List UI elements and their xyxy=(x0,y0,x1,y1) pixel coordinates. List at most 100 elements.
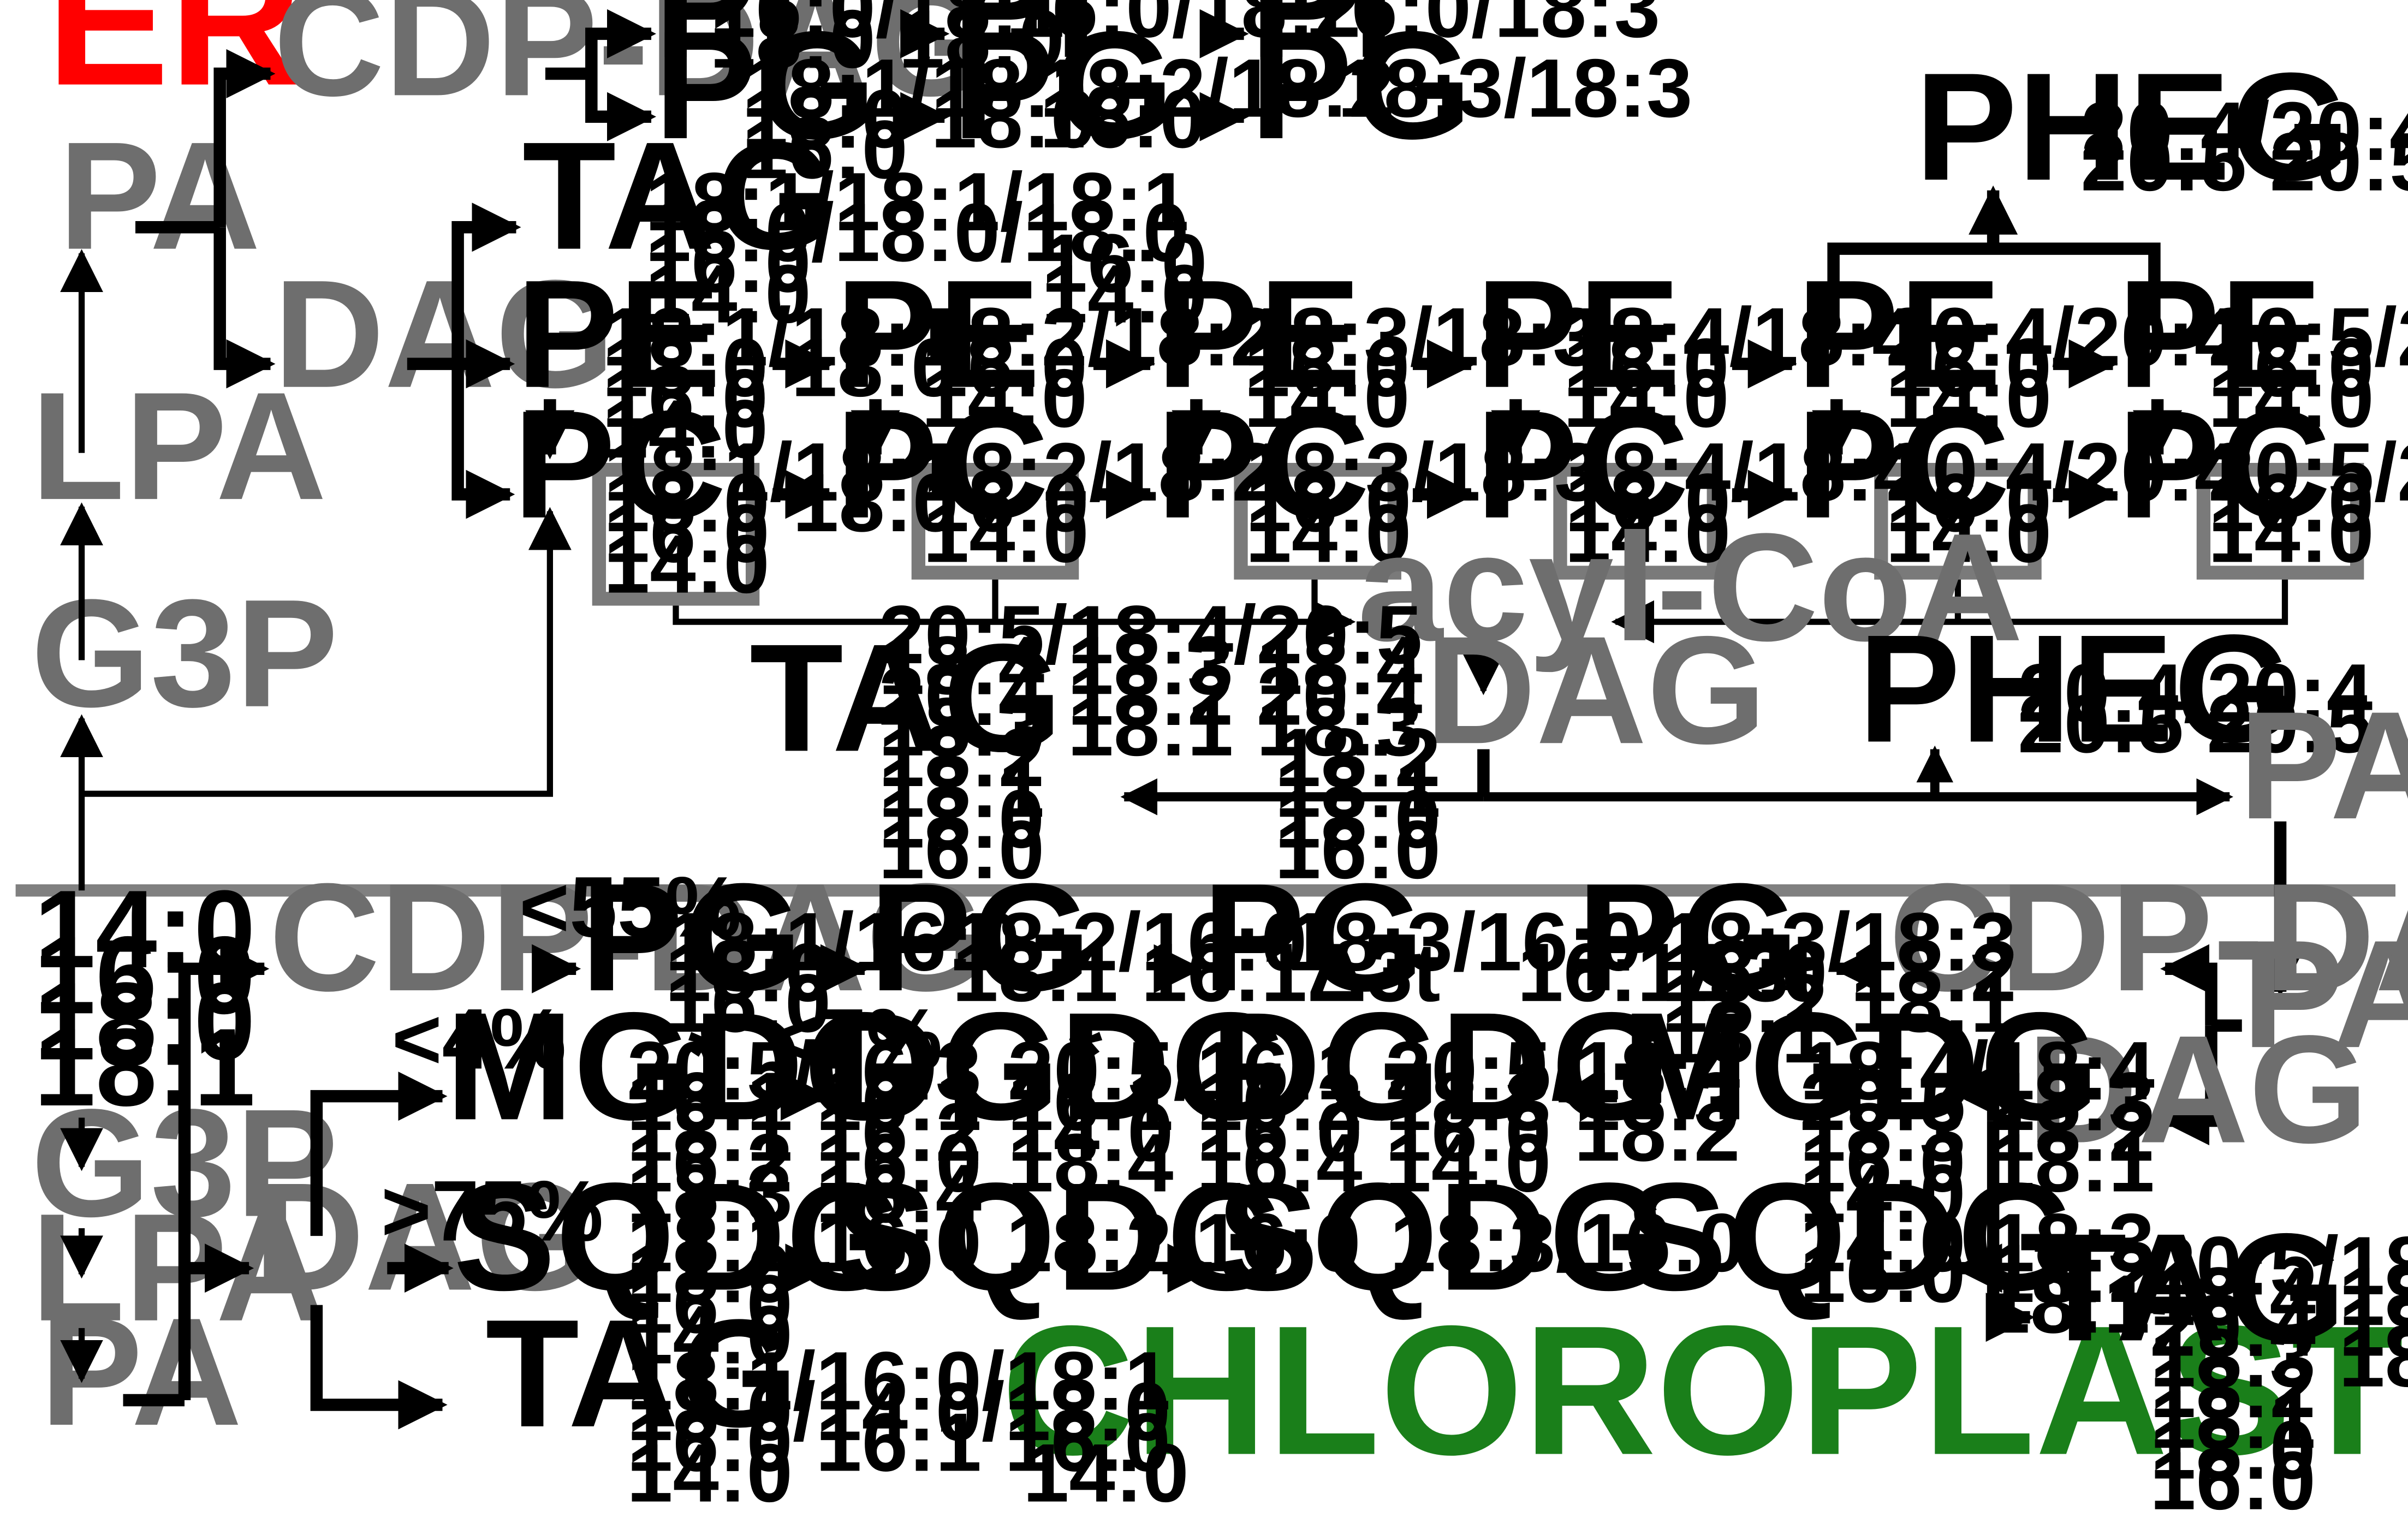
lipid-label: PE xyxy=(1156,248,1361,420)
mgdg-percentage: <4% xyxy=(392,991,567,1087)
cp-euk-cdp-dag: CDP-DAG xyxy=(1889,851,2408,1023)
fatty-acid-list: 18:2/16:018:1 16:1Δ3t xyxy=(952,896,1440,1019)
er-pe-node: PE 18:2/18:216:014:0 xyxy=(836,248,1277,445)
er-pc-node: PC 20:5/20:516:014:0 xyxy=(2118,378,2408,580)
lipid-label: PC xyxy=(1797,378,2010,550)
cp-euk-dag: DAG xyxy=(2027,1003,2368,1175)
lipid-label: PE xyxy=(836,248,1041,420)
er-acyl-coa: acyl-CoA xyxy=(1358,501,2023,674)
fatty-acid-list: 18:3/18:3 xyxy=(1337,43,1692,135)
cp-euk-tag-node: TAG 20:5/18:4/20:518:4 18:3 18:420:4 18:… xyxy=(2033,1201,2408,1523)
er-pe-node: PE 20:5/20:516:014:0 xyxy=(2118,248,2408,445)
lipid-label: PC xyxy=(1476,378,1689,550)
lipid-label: TAG xyxy=(2033,1201,2346,1373)
sqdg-percentage: >75% xyxy=(381,1163,603,1259)
pc-species-box xyxy=(1553,462,1721,580)
pc-species-box xyxy=(1874,462,2042,580)
asterisk-mark: * xyxy=(1069,1007,1103,1103)
cp-cdp-dag: CDP-DAG xyxy=(269,851,985,1023)
dgdg-percentage: <7% xyxy=(768,991,943,1087)
fatty-acid-list: 18:4/18:416:014:0 xyxy=(1563,291,1918,445)
lipid-label: PG xyxy=(1250,0,1472,171)
lipid-label: TAG xyxy=(522,110,835,282)
fatty-acid-list: 20:5/18:418:3 18:316:0 18:214:0 xyxy=(1385,1025,1740,1210)
fatty-acid-list: 16:0/18:3 xyxy=(1305,0,1660,55)
fatty-acid-list: 18:1/18:1/18:118:0/18:0/18:016:0 16:014:… xyxy=(645,156,1208,341)
lipid-label: PE xyxy=(1476,248,1680,420)
er-pheg-node: PHEG 20:4/20:420:5 20:5 xyxy=(1915,40,2408,212)
er-dag-2: DAG xyxy=(1425,604,1767,776)
fatty-acid-list: 18:1/18:118:0 18:016:0 xyxy=(742,43,1097,197)
fatty-acid-list: 18:1/18:118:0 18:016:014:0 xyxy=(604,426,959,611)
fatty-acid-list: 18:2/16:0 xyxy=(1006,1197,1361,1289)
fatty-acid-list: 18:4/18:420:5 18:318:3 18:216:0 18:114:0 xyxy=(1800,1025,2155,1240)
er-pg-node: PG 18:1/18:118:0 18:016:0 xyxy=(655,0,1097,196)
asterisk-mark: * xyxy=(688,1007,722,1103)
lipid-label: PC xyxy=(836,378,1049,550)
er-pc-node: PC 20:4/20:416:014:0 xyxy=(1797,378,2240,580)
lipid-label: SQDG xyxy=(453,1151,905,1323)
fatty-acid-list: 18:2/18:216:014:0 xyxy=(923,426,1278,580)
cp-euk-sqdg-node: SQDG 14:0/18:316:0 18:2 18:1 xyxy=(1625,1151,2155,1351)
er-pe-node: PE 18:4/18:416:014:0 xyxy=(1476,248,1918,445)
fatty-acid-list: 18:3/18:316:0 18:218:2 18:118:1 xyxy=(1662,896,2017,1081)
pc-species-box xyxy=(911,462,1079,580)
er-compartment-label: ER xyxy=(46,0,302,124)
lipid-label: DGDG xyxy=(1210,980,1671,1152)
fatty-acid-list: 18:2/18:216:0 xyxy=(1040,43,1395,165)
fatty-acid-list: 18:1/16:018:016:0 xyxy=(665,896,1020,1050)
cp-euk-dgdg-node: DGDG 20:5/18:418:3 18:316:0 18:214:0 xyxy=(1210,980,1740,1209)
fatty-acid-list: 16:0/18:2 xyxy=(1006,0,1361,55)
lipid-label: PHEG xyxy=(1915,40,2350,212)
cp-dgdg-node: DGDG 20:5/16:116:1 16:214:0 16:018:4 16:… xyxy=(829,980,1362,1209)
er-pathway-lines xyxy=(60,9,2305,997)
lipid-label: PC xyxy=(2118,378,2331,550)
cp-fatty-acid-pool: 14:016:018:018:1 xyxy=(34,867,255,1129)
lipid-label: PE xyxy=(1797,248,2001,420)
er-tag-node-2: TAG 20:5/18:4/20:518:4 18:3 18:420:4 18:… xyxy=(750,589,1441,896)
lipid-label: MGDG xyxy=(445,980,923,1152)
fatty-acid-list: 20:5/20:516:014:0 xyxy=(2208,426,2408,580)
compartment-divider xyxy=(15,884,2395,897)
lipid-label: SQDG xyxy=(1625,1151,2077,1323)
pc-species-box xyxy=(592,462,760,606)
lipid-label: PG xyxy=(952,0,1174,171)
lipid-label: TAG xyxy=(750,611,1062,783)
fatty-acid-list: 20:4/20:416:014:0 xyxy=(1886,426,2240,580)
er-pi-node: PI 16:0/18:118:0 18:0 xyxy=(655,0,1065,90)
cp-sqdg-node: SQDG 18:2/16:0 xyxy=(834,1151,1361,1323)
er-pg-node: PG 18:2/18:216:0 xyxy=(952,0,1394,171)
cp-euk-pa: PA xyxy=(2242,908,2408,1080)
er-pe-node: PE 18:3/18:316:014:0 xyxy=(1156,248,1598,445)
lipid-label: PI xyxy=(1250,0,1395,90)
fatty-acid-list: 18:1/16:0/18:118:0/14:0/18:016:0 16:1 16… xyxy=(627,1335,1189,1520)
fatty-acid-list: 14:0/18:316:0 18:2 18:1 xyxy=(1800,1197,2155,1351)
lipid-label: PC xyxy=(513,378,727,550)
er-pi-node: PI 16:0/18:2 xyxy=(952,0,1361,90)
pc-species-box xyxy=(2196,462,2364,580)
lipid-label: PG xyxy=(1203,851,1424,1023)
fatty-acid-list: 20:5/18:4/20:518:4 18:3 18:420:4 18:2 20… xyxy=(2150,1220,2408,1523)
fatty-acid-list: 20:5/16:316:1 16:118:1 16:216:2 16:018:3… xyxy=(627,1025,982,1240)
lipid-label: PG xyxy=(869,851,1091,1023)
lipid-label: SQDG xyxy=(834,1151,1286,1323)
pg-percentage: <55% xyxy=(519,859,741,955)
fatty-acid-list: 18:3/16:0 xyxy=(1390,1197,1745,1289)
lipid-label: PE xyxy=(2118,248,2322,420)
lipid-label: MGDG xyxy=(1622,980,2100,1152)
er-pa: PA xyxy=(58,110,260,282)
fatty-acid-list: 20:4/20:420:5 20:5 xyxy=(2080,86,2408,209)
cp-sqdg-node: SQDG 18:3/16:0 xyxy=(1216,1151,1745,1323)
er-pe-node: PE 18:1/18:118:0 18:016:014:0 xyxy=(516,248,958,475)
cp-euk-pg-node: PG 18:3/18:316:0 18:218:2 18:118:1 xyxy=(1577,851,2017,1080)
lipid-label: PHEG xyxy=(1858,602,2293,774)
er-pc-node: PC 18:4/18:416:014:0 xyxy=(1476,378,1919,580)
fatty-acid-list: 18:1/16:018:016:014:0 xyxy=(627,1197,982,1382)
fatty-acid-list: 20:5/20:516:014:0 xyxy=(2208,291,2408,445)
lipid-label: PI xyxy=(655,0,800,90)
chloroplast-compartment-label: CHLOROPLAST xyxy=(1001,1287,2404,1493)
fatty-acid-list: 18:2/18:216:014:0 xyxy=(921,291,1276,445)
fatty-acid-list: 20:5/18:4/20:518:4 18:3 18:420:4 18:2 20… xyxy=(878,589,1441,896)
pc-species-box xyxy=(1234,462,1401,580)
